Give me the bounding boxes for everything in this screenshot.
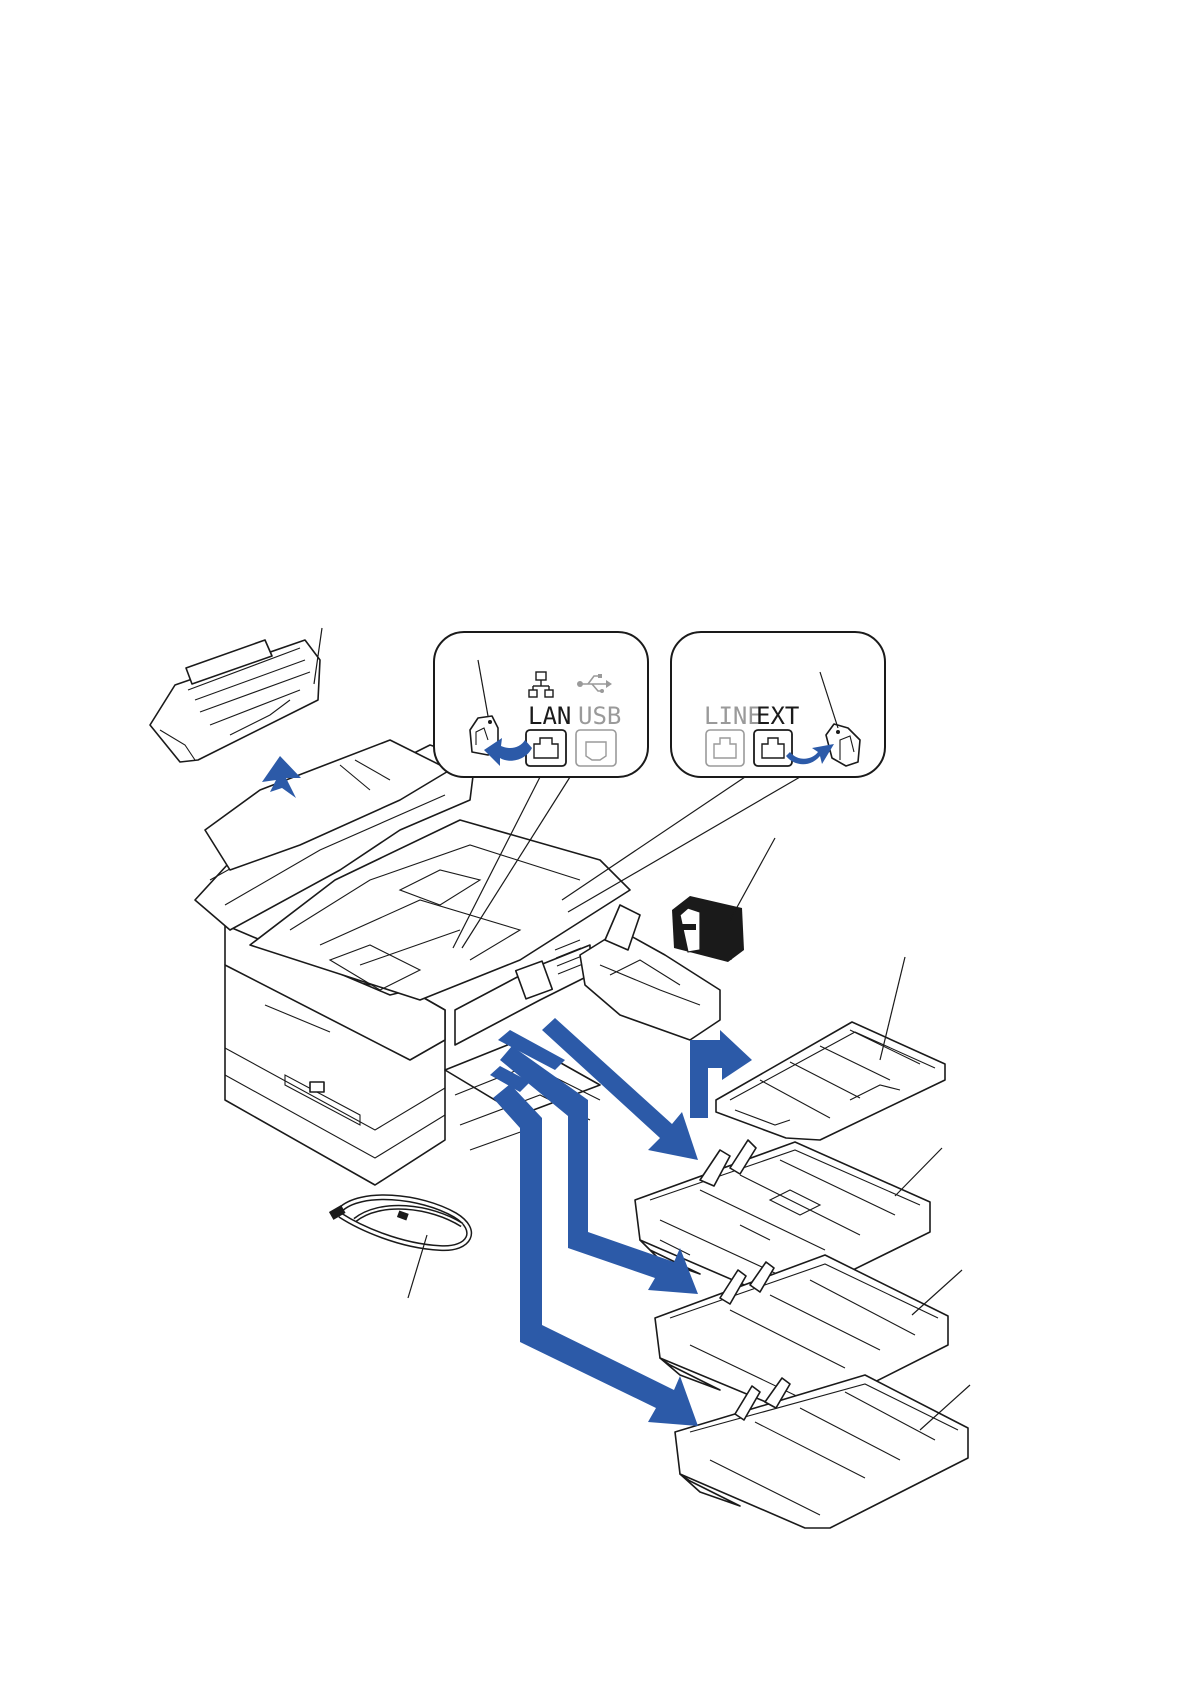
ext-port [754,730,792,766]
ext-label: EXT [756,702,799,730]
output-paper-tray [716,1022,945,1140]
paper-tray-3 [675,1375,968,1528]
telephone-line-cord [329,1197,469,1248]
adf-unit [150,640,320,762]
lan-label: LAN [528,702,571,730]
line-label: LINE [704,702,762,730]
paper-tray-2 [655,1255,948,1412]
leader-paper-tray-2 [912,1270,962,1315]
line-port [706,730,744,766]
usb-label: USB [578,702,621,730]
leader-paper-tray-1 [895,1148,942,1196]
usb-port [576,730,616,766]
ink-cartridges [672,896,744,962]
leader-ink [730,838,775,920]
